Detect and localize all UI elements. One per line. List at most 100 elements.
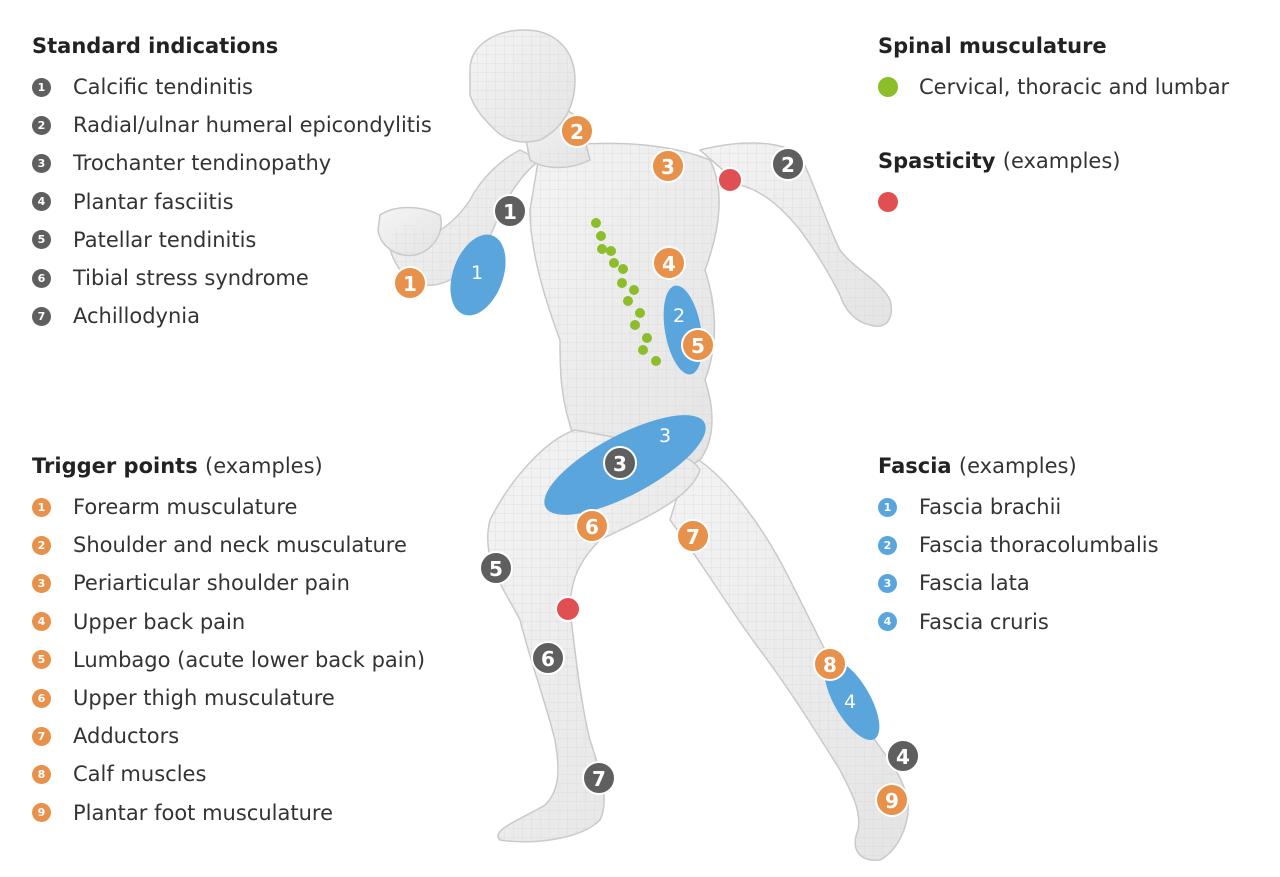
- trigger-point-label: Adductors: [73, 724, 180, 749]
- spasticity-marker-circle: [555, 596, 581, 622]
- spinal-dot: [642, 333, 652, 343]
- trigger-marker-1-circle: [393, 266, 427, 300]
- trigger-marker-6-circle: [575, 509, 609, 543]
- trigger-marker-6-label: 6: [585, 515, 599, 539]
- trigger-marker-3-label: 3: [661, 155, 675, 179]
- trigger-marker-2-circle: [560, 114, 594, 148]
- spinal-dot: [629, 285, 639, 295]
- fascia-label: Fascia brachii: [919, 495, 1062, 520]
- trigger-marker-8-label: 8: [823, 653, 837, 677]
- spasticity-marker: [555, 596, 581, 622]
- trigger-point-label: Lumbago (acute lower back pain): [73, 647, 426, 672]
- trigger-point-item-5: 5 Lumbago (acute lower back pain): [32, 641, 425, 679]
- standard-marker-4-circle: [886, 739, 920, 773]
- trigger-marker-7-label: 7: [686, 525, 700, 549]
- spasticity-item: [878, 183, 1120, 221]
- runner-silhouette: [377, 29, 909, 861]
- spinal-dot: [617, 278, 627, 288]
- trigger-point-item-6: 6 Upper thigh musculature: [32, 679, 425, 717]
- fascia-zone-label-2: 2: [673, 305, 685, 327]
- standard-marker-4: 4: [886, 739, 920, 773]
- spinal-dot: [609, 258, 619, 268]
- standard-marker-2-circle: [771, 147, 805, 181]
- standard-indication-number-badge-icon: 5: [32, 230, 51, 250]
- fascia-zone-label-4: 4: [844, 691, 856, 713]
- standard-indication-number-badge-icon: 4: [32, 192, 51, 212]
- standard-marker-5: 5: [479, 551, 513, 585]
- fascia-label: Fascia thoracolumbalis: [919, 533, 1159, 558]
- standard-marker-3-label: 3: [613, 452, 627, 476]
- spinal-dot: [635, 308, 645, 318]
- fascia-label: Fascia cruris: [919, 609, 1049, 634]
- spinal-dot: [638, 345, 648, 355]
- standard-marker-2: 2: [771, 147, 805, 181]
- spasticity-legend: Spasticity (examples): [878, 149, 1120, 221]
- spasticity-marker-circle: [717, 167, 743, 193]
- standard-indication-label: Trochanter tendinopathy: [73, 151, 332, 176]
- spinal-dot: [630, 320, 640, 330]
- trigger-marker-5: 5: [681, 328, 715, 362]
- fascia-zone-4: [824, 660, 880, 740]
- trigger-marker-8-circle: [813, 647, 847, 681]
- spinal-musculature-legend: Spinal musculature Cervical, thoracic an…: [878, 34, 1229, 106]
- trigger-point-number-badge-icon: 8: [32, 764, 51, 784]
- trigger-marker-2-label: 2: [570, 120, 584, 144]
- trigger-points-title-text: Trigger points: [32, 454, 198, 478]
- standard-marker-5-label: 5: [489, 557, 503, 581]
- red-dot-icon: [878, 192, 898, 213]
- spinal-dot: [618, 264, 628, 274]
- green-dot-icon: [878, 77, 898, 98]
- standard-indications-title: Standard indications: [32, 34, 432, 58]
- trigger-points-title: Trigger points (examples): [32, 454, 425, 478]
- trigger-marker-1: 1: [393, 266, 427, 300]
- standard-marker-6-circle: [531, 641, 565, 675]
- standard-indication-label: Achillodynia: [73, 304, 200, 329]
- spinal-musculature-label: Cervical, thoracic and lumbar: [919, 75, 1230, 100]
- standard-indication-item-7: 7 Achillodynia: [32, 297, 432, 335]
- standard-indication-number-badge-icon: 7: [32, 306, 51, 326]
- spinal-dot: [597, 244, 607, 254]
- trigger-point-label: Forearm musculature: [73, 495, 298, 520]
- spinal-musculature-title-text: Spinal musculature: [878, 34, 1107, 58]
- spinal-dot: [596, 231, 606, 241]
- standard-marker-1-label: 1: [503, 200, 517, 224]
- trigger-marker-3-circle: [651, 149, 685, 183]
- trigger-marker-5-circle: [681, 328, 715, 362]
- trigger-point-number-badge-icon: 6: [32, 688, 51, 708]
- fascia-subtitle: (examples): [958, 454, 1077, 478]
- trigger-point-item-8: 8 Calf muscles: [32, 755, 425, 793]
- spinal-dot: [606, 246, 616, 256]
- standard-marker-7: 7: [582, 761, 616, 795]
- trigger-point-number-badge-icon: 3: [32, 573, 51, 593]
- fascia-zone-1: [450, 234, 506, 316]
- trigger-point-label: Periarticular shoulder pain: [73, 571, 350, 596]
- spinal-musculature-title: Spinal musculature: [878, 34, 1229, 58]
- trigger-point-label: Calf muscles: [73, 762, 207, 787]
- standard-indication-number-badge-icon: 6: [32, 268, 51, 288]
- spinal-musculature-item: Cervical, thoracic and lumbar: [878, 68, 1229, 106]
- trigger-point-number-badge-icon: 5: [32, 650, 51, 670]
- trigger-point-number-badge-icon: 2: [32, 535, 51, 555]
- standard-marker-7-circle: [582, 761, 616, 795]
- trigger-marker-8: 8: [813, 647, 847, 681]
- standard-indication-label: Patellar tendinitis: [73, 227, 257, 252]
- trigger-point-label: Upper thigh musculature: [73, 686, 335, 711]
- trigger-marker-9-circle: [875, 783, 909, 817]
